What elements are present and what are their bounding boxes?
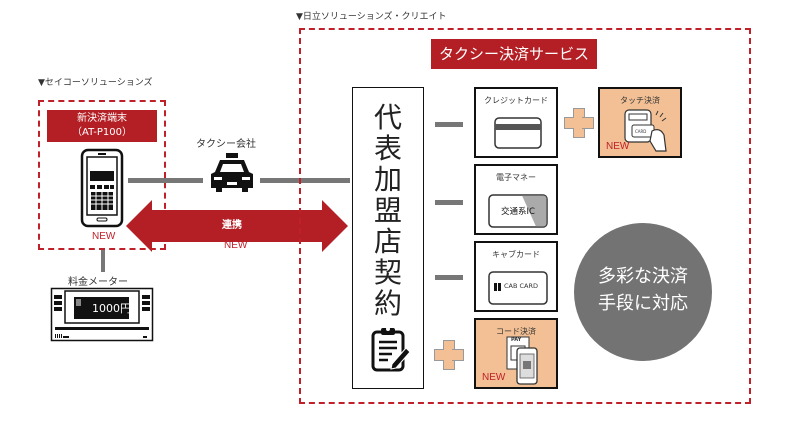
touch-payment-label: タッチ決済 [620,96,660,105]
terminal-title-line1: 新決済端末 [77,113,127,124]
seiko-dashed-boundary [38,100,166,250]
link-double-arrow [126,200,348,252]
ic-card-text: 交通系IC [501,207,535,217]
credit-card-icon [494,117,542,149]
touch-card-text: CARD [635,129,647,134]
qr-pay-icon [506,336,538,385]
payment-card-cabcard: キャブカード CAB CARD [474,241,558,312]
contract-box: 代 表 加 盟 店 契 約 [352,87,424,389]
code-payment-new-badge: NEW [482,372,506,383]
taxi-icon [211,153,253,192]
emoney-label: 電子マネー [496,173,536,182]
link-new-badge: NEW [224,240,248,251]
payment-card-code: コード決済 PAY NEW [474,318,558,389]
clipboard-contract-icon [371,327,411,372]
hitachi-company-label: ▼日立ソリューションズ・クリエイト [296,12,447,22]
terminal-title-line2: （AT-P100） [72,127,132,138]
service-title: タクシー決済サービス [431,39,597,69]
terminal-new-badge: NEW [92,231,116,242]
ic-card-icon [488,194,548,228]
seiko-company-label: ▼セイコーソリューションズ [38,78,153,88]
variety-circle-text: 多彩な決済 手段に対応 [598,266,688,314]
plus-code-icon [434,340,464,370]
contract-cabcard-connector [435,275,463,280]
credit-card-label: クレジットカード [484,96,548,105]
variety-circle: 多彩な決済 手段に対応 [574,223,712,361]
new-terminal-label: 新決済端末 （AT-P100） [47,110,157,142]
link-label: 連携 [222,220,242,231]
touch-payment-new-badge: NEW [606,141,630,152]
fare-meter-icon [50,287,154,342]
hitachi-dashed-boundary [299,28,751,404]
plus-touch-icon [564,108,594,138]
meter-display-value: 1000円 [92,302,131,315]
payment-card-emoney: 電子マネー 交通系IC [474,164,558,235]
cab-card-icon [488,271,548,305]
taxi-company-label: タクシー会社 [196,139,256,150]
cabcard-label: キャブカード [492,250,540,259]
payment-card-credit: クレジットカード [474,87,558,158]
meter-label: 料金メーター [68,277,128,288]
terminal-taxi-connector [128,178,203,183]
payment-terminal-icon [80,148,124,228]
cab-card-text: CAB CARD [504,282,539,290]
taxi-contract-connector [260,178,350,183]
contract-credit-connector [435,122,463,127]
contract-label: 代 表 加 盟 店 契 約 [373,101,402,320]
payment-card-touch: タッチ決済 CARD NEW [598,87,682,158]
pay-text: PAY [511,337,522,343]
contract-emoney-connector [435,200,463,205]
terminal-meter-connector [101,250,105,272]
touch-payment-icon [624,109,667,152]
code-payment-label: コード決済 [496,327,536,336]
